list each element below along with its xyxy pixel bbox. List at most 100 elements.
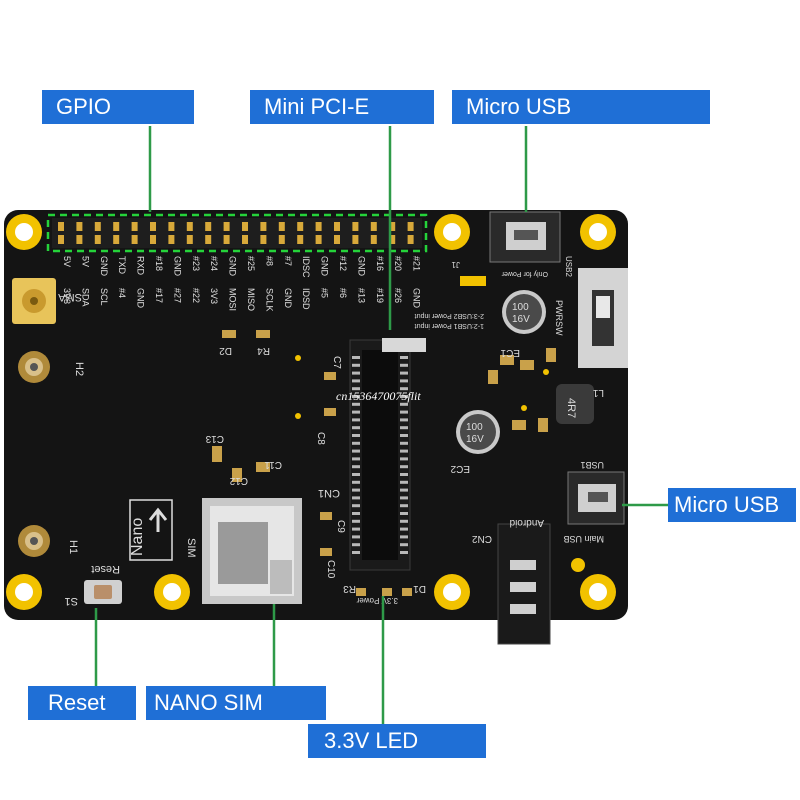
j1-label: J1 [451, 260, 460, 269]
usb1-power-label: 1-2:USB1 Power input [415, 322, 484, 329]
mounting-hole [154, 574, 190, 610]
gpio-pin [297, 235, 304, 244]
gpio-pin [352, 222, 359, 231]
pcie-contact [400, 441, 408, 445]
cn2-label: CN2 [472, 533, 492, 544]
gpio-pin [223, 235, 230, 244]
gpio-pin [278, 235, 285, 244]
gpio-pin [131, 222, 138, 231]
mounting-hole [6, 574, 42, 610]
c7-label: C7 [331, 356, 342, 369]
pcie-contact [352, 363, 360, 367]
pcie-contact [400, 363, 408, 367]
callout-micro-usb-top: Micro USB [452, 90, 710, 124]
gpio-pin [315, 235, 322, 244]
pcie-contact [400, 449, 408, 453]
pcie-contact [400, 551, 408, 554]
gpio-label: SCLK [264, 288, 274, 312]
gpio-pin [370, 222, 377, 231]
gpio-label: #24 [209, 256, 219, 271]
reset-button [94, 585, 112, 599]
gpio-label: #20 [393, 256, 403, 271]
pcie-contact [352, 480, 360, 484]
gpio-pin [94, 235, 101, 244]
pcie-contact [352, 496, 360, 500]
gpio-label: #6 [338, 288, 348, 298]
pcie-contact [352, 465, 360, 469]
gpio-label: #23 [191, 256, 201, 271]
pcie-contact [352, 418, 360, 422]
pcie-contact [400, 465, 408, 469]
gpio-pin [242, 222, 248, 231]
cn1-label: CN1 [318, 487, 340, 499]
callout-gpio: GPIO [42, 90, 194, 124]
callout-micro-usb-right-text: Micro USB [674, 492, 780, 517]
pcie-contact [400, 480, 408, 484]
gpio-label: GND [356, 256, 366, 277]
nano-marker [129, 499, 173, 561]
gpio-label: 5V [62, 256, 72, 267]
leader-lines [94, 126, 668, 724]
pcie-contact [352, 449, 360, 453]
gpio-pin [315, 222, 322, 231]
pcie-contact [352, 426, 360, 430]
pcie-contact [352, 527, 360, 531]
l1-label: L1 [592, 387, 604, 398]
audio-jack [510, 582, 536, 592]
pcie-contact [352, 387, 360, 391]
gpio-label: GND [172, 256, 182, 277]
inductor [556, 384, 594, 424]
only-power-label: Only for Power [501, 270, 548, 277]
mounting-hole [580, 574, 616, 610]
pcie-contact [400, 356, 408, 359]
ec2-label: EC2 [450, 463, 470, 474]
gpio-label: #19 [375, 288, 385, 303]
gpio-pin [150, 235, 156, 244]
gpio-pin [223, 222, 230, 231]
gpio-label: #12 [338, 256, 348, 271]
pcie-contact [400, 402, 408, 406]
gpio-pin [260, 222, 267, 231]
mini-pcie-slot [362, 350, 398, 560]
callout-nano-sim-text: NANO SIM [154, 690, 263, 715]
arrow-up-icon [148, 507, 168, 532]
gpio-pin [260, 235, 267, 244]
pcie-contact [352, 410, 360, 414]
c8-label: C8 [315, 432, 326, 445]
pcie-contact [352, 535, 360, 539]
gpio-label: #25 [246, 256, 256, 271]
gpio-pin [131, 235, 138, 244]
gpio-label: #27 [172, 288, 182, 303]
gpio-pin [334, 222, 340, 231]
led-power-label: 3.3V Power [356, 596, 398, 605]
pcie-contact [400, 535, 408, 539]
pcie-contact [352, 379, 360, 383]
gpio-pin [278, 222, 285, 231]
pcie-contact [400, 434, 408, 437]
gpio-pin [58, 235, 64, 244]
gpio-pin [242, 235, 248, 244]
gpio-label: #4 [117, 288, 127, 298]
gpio-pins [58, 222, 414, 244]
pcie-contact [400, 488, 408, 492]
gpio-pin [205, 235, 212, 244]
gpio-label: #5 [320, 288, 330, 298]
jumper [460, 276, 486, 286]
mini-pcie-pins [352, 356, 408, 554]
pcie-contact [352, 519, 360, 523]
audio-jack [510, 560, 536, 570]
pcie-contact [352, 512, 360, 515]
gpio-label: SCL [99, 288, 109, 306]
c10-label: C10 [325, 560, 336, 579]
gpio-pin [58, 222, 64, 231]
gpio-label: RXD [136, 256, 146, 276]
gpio-label: GND [283, 288, 293, 309]
ec1-label: EC1 [500, 347, 520, 358]
gpio-header [52, 218, 422, 248]
gpio-pin [168, 235, 175, 244]
gpio-label: GND [99, 256, 109, 277]
gpio-label: #16 [375, 256, 385, 271]
gpio-label: #13 [356, 288, 366, 303]
c9-label: C9 [335, 520, 346, 533]
main-usb-label: Main USB [563, 534, 604, 544]
